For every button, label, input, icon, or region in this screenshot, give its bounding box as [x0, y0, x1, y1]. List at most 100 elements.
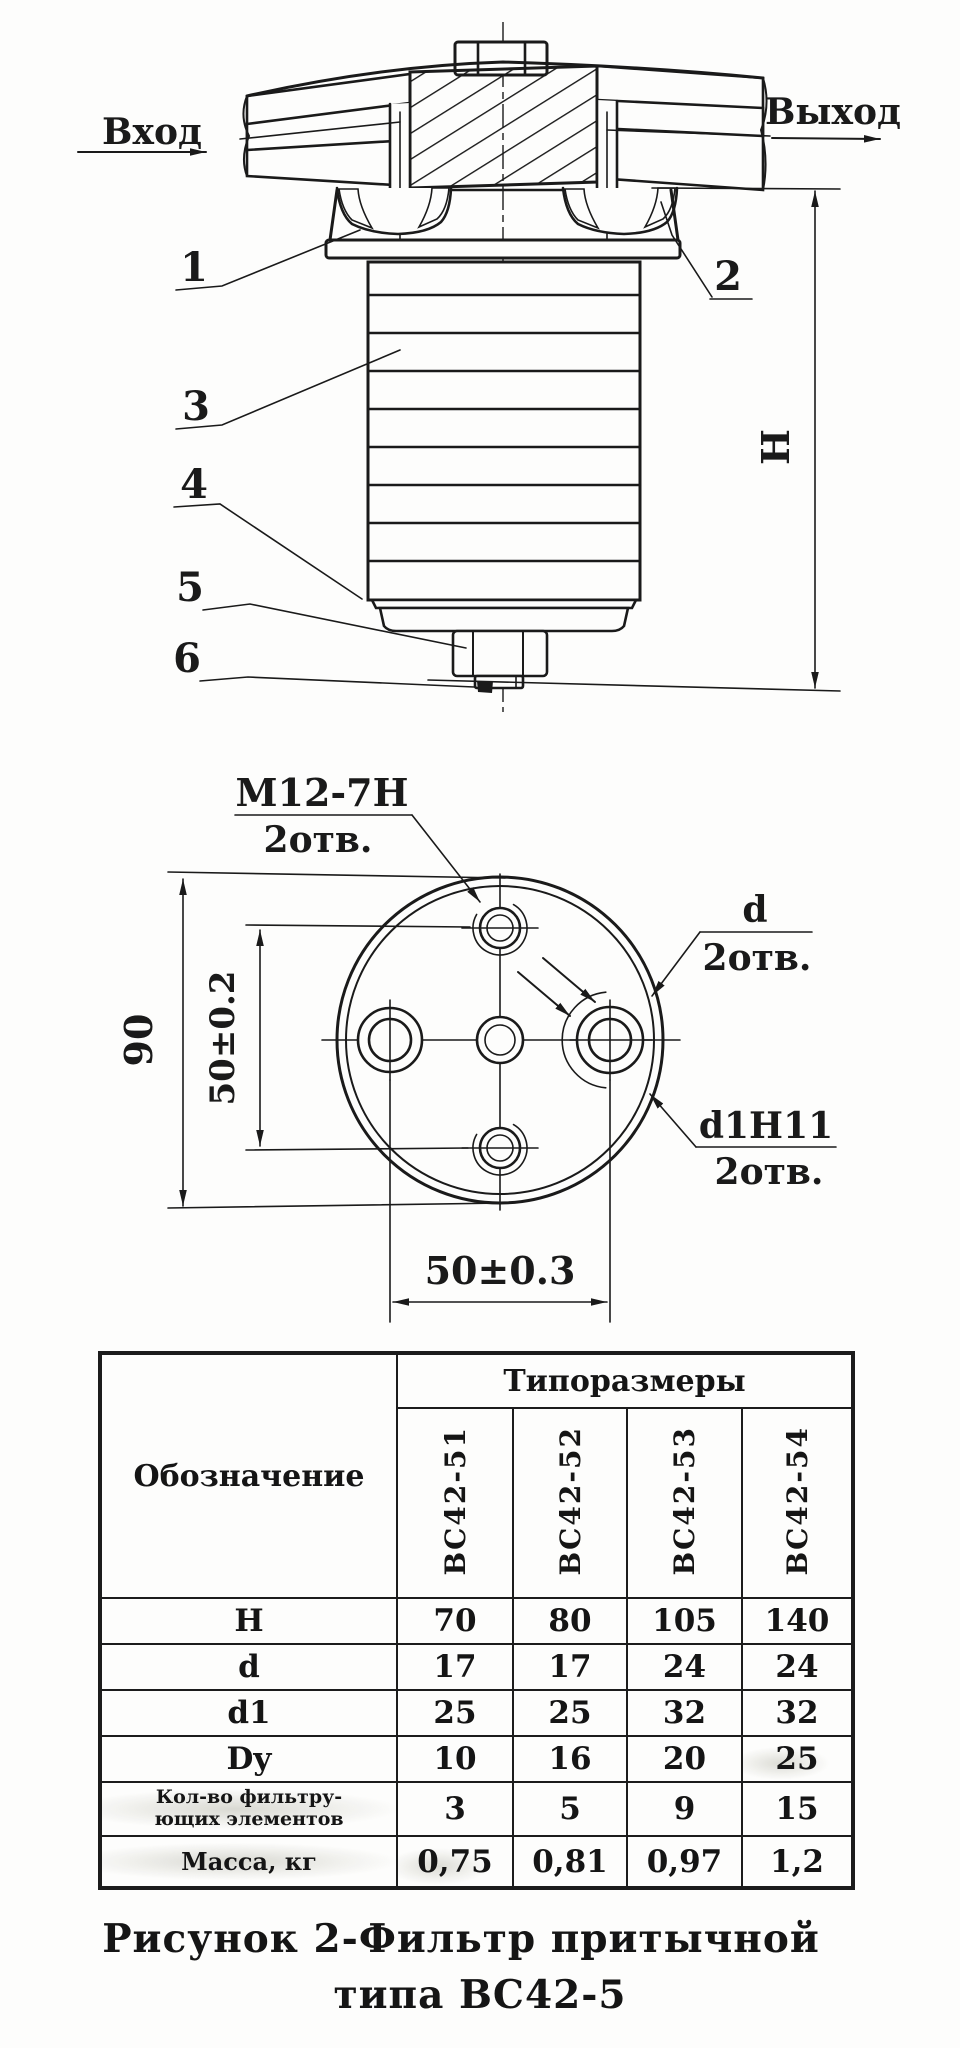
value-cell: 17 — [396, 1643, 514, 1691]
table-col-header-1: ВС42-51 — [396, 1407, 514, 1599]
outlet-label: Выход — [765, 91, 901, 133]
dim-50-03: 50±0.3 — [389, 1079, 611, 1323]
threaded-hole-top — [461, 903, 539, 956]
row-label-H: Н — [99, 1597, 398, 1645]
d1-callout: d1H11 2отв. — [649, 1093, 837, 1193]
table-row: Н 70 80 105 140 — [99, 1597, 854, 1645]
value-cell: 25 — [396, 1689, 514, 1737]
callout-5: 5 — [176, 564, 467, 649]
outlet-pipe-flange — [595, 64, 768, 192]
center-hole — [475, 1015, 525, 1065]
value-cell: 0,97 — [626, 1835, 743, 1889]
d-holes-note: 2отв. — [703, 937, 812, 979]
callout-4: 4 — [173, 461, 363, 600]
thread-label: М12-7Н — [235, 770, 408, 815]
d-label: d — [742, 889, 767, 931]
value-cell: 0,75 — [396, 1835, 514, 1889]
table-row: Кол-во фильтру- ющих элементов 3 5 9 15 — [99, 1781, 854, 1837]
port-hole-right — [561, 991, 653, 1089]
table-col-header-4: ВС42-54 — [741, 1407, 854, 1599]
row-label-d: d — [99, 1643, 398, 1691]
inlet-channel — [239, 74, 412, 251]
col-header-label: ВС42-51 — [438, 1426, 472, 1576]
bolt-head — [453, 40, 549, 77]
value-cell: 24 — [741, 1643, 854, 1691]
height-dim-label: Н — [753, 429, 798, 465]
value-cell: 17 — [512, 1643, 628, 1691]
dim-50-02-label: 50±0.2 — [203, 971, 243, 1106]
spec-table: Обозначение Типоразмеры ВС42-51 ВС42-52 … — [98, 1351, 855, 1890]
d1-holes-note: 2отв. — [715, 1151, 824, 1193]
hole-leader-arrows — [517, 957, 596, 1017]
inlet-annotation: Вход — [77, 111, 207, 156]
callout-1: 1 — [175, 229, 361, 291]
value-cell: 16 — [512, 1735, 628, 1783]
svg-text:4: 4 — [180, 461, 208, 508]
value-cell: 1,2 — [741, 1835, 854, 1889]
value-cell: 3 — [396, 1781, 514, 1837]
table-group-header: Типоразмеры — [396, 1352, 854, 1409]
value-cell: 25 — [512, 1689, 628, 1737]
col-header-label: ВС42-52 — [553, 1426, 587, 1576]
row-label-element-count: Кол-во фильтру- ющих элементов — [99, 1781, 398, 1837]
seal-pocket-right — [561, 186, 679, 236]
col-header-label: ВС42-53 — [668, 1426, 701, 1576]
dim-90-label: 90 — [116, 1014, 161, 1067]
figure-caption-line2: типа ВС42-5 — [333, 1972, 627, 2018]
table-row: d1 25 25 32 32 — [99, 1689, 854, 1737]
drain-nut — [451, 629, 549, 678]
svg-text:6: 6 — [173, 635, 201, 682]
callout-6: 6 — [173, 635, 475, 688]
filter-head-block — [408, 64, 599, 190]
value-cell: 0,81 — [512, 1835, 628, 1889]
dim-50-02: 50±0.2 — [203, 924, 471, 1151]
callout-3: 3 — [175, 349, 401, 430]
bottom-face-view: М12-7Н 2отв. d 2отв. d1H11 2отв. 90 — [116, 770, 837, 1323]
value-cell: 80 — [512, 1597, 628, 1645]
callout-2: 2 — [660, 201, 753, 300]
row-label-Dy: Dy — [99, 1735, 398, 1783]
threaded-hole-bottom — [461, 1123, 539, 1176]
table-row-header: Обозначение — [99, 1352, 398, 1599]
thread-callout: М12-7Н 2отв. — [234, 770, 481, 903]
table-row: Масса, кг 0,75 0,81 0,97 1,2 — [99, 1835, 854, 1889]
outlet-channel — [595, 66, 771, 251]
d-callout: d 2отв. — [651, 889, 813, 997]
technical-drawing: Вход Выход Н 1 2 3 4 — [77, 22, 901, 1323]
svg-text:1: 1 — [180, 244, 208, 291]
bottom-cap — [369, 598, 639, 633]
value-cell: 32 — [626, 1689, 743, 1737]
svg-text:2: 2 — [714, 253, 742, 300]
flange-top-edge — [245, 60, 765, 98]
col-header-label: ВС42-54 — [780, 1426, 814, 1576]
table-row: Dy 10 16 20 25 — [99, 1735, 854, 1783]
outlet-annotation: Выход — [765, 91, 901, 143]
port-hole-left — [356, 999, 424, 1081]
height-dimension: Н — [427, 187, 841, 692]
row-label-d1: d1 — [99, 1689, 398, 1737]
table-col-header-3: ВС42-53 — [626, 1407, 743, 1599]
seal-pocket-left — [335, 186, 453, 236]
dim-90: 90 — [116, 871, 506, 1209]
svg-text:5: 5 — [176, 564, 204, 611]
value-cell: 9 — [626, 1781, 743, 1837]
value-cell: 20 — [626, 1735, 743, 1783]
thread-holes-note: 2отв. — [264, 819, 373, 861]
drain-plug — [473, 674, 525, 693]
figure-caption-line1: Рисунок 2-Фильтр притычной — [102, 1916, 820, 1962]
filter-element-stack — [366, 260, 642, 602]
value-cell: 25 — [741, 1735, 854, 1783]
value-cell: 32 — [741, 1689, 854, 1737]
section-view: Вход Выход Н 1 2 3 4 — [77, 22, 901, 712]
table-col-header-2: ВС42-52 — [512, 1407, 628, 1599]
row-label-mass: Масса, кг — [99, 1835, 398, 1889]
value-cell: 105 — [626, 1597, 743, 1645]
d1-label: d1H11 — [699, 1105, 833, 1147]
value-cell: 24 — [626, 1643, 743, 1691]
value-cell: 140 — [741, 1597, 854, 1645]
table-row: d 17 17 24 24 — [99, 1643, 854, 1691]
inlet-label: Вход — [102, 111, 202, 153]
value-cell: 5 — [512, 1781, 628, 1837]
union-nut — [324, 188, 682, 260]
